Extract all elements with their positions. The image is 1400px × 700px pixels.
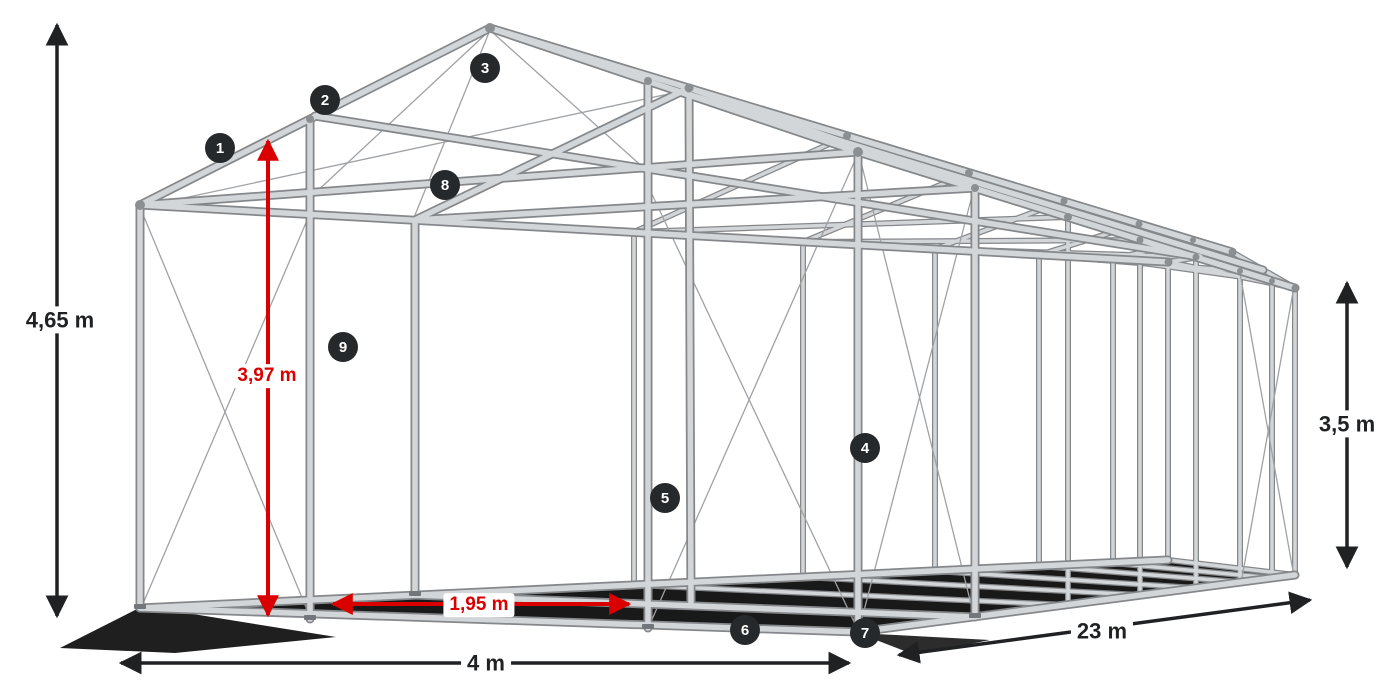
badge-4: 4 xyxy=(850,433,880,463)
badge-6: 6 xyxy=(730,615,760,645)
dimension-side-height: 3,5 m xyxy=(1312,410,1382,438)
badge-7: 7 xyxy=(850,618,880,648)
badge-3: 3 xyxy=(470,53,500,83)
dimension-length: 23 m xyxy=(1070,617,1134,645)
badge-1: 1 xyxy=(205,133,235,163)
dimension-post-spacing: 1,95 m xyxy=(443,593,515,617)
dimension-total-height: 4,65 m xyxy=(19,306,101,334)
badge-5: 5 xyxy=(650,483,680,513)
dimension-inner-height: 3,97 m xyxy=(231,364,303,388)
dimension-width: 4 m xyxy=(461,649,511,677)
rear-frame-tubes xyxy=(632,134,1297,607)
badge-2: 2 xyxy=(310,85,340,115)
badge-9: 9 xyxy=(328,332,358,362)
badge-8: 8 xyxy=(430,170,460,200)
